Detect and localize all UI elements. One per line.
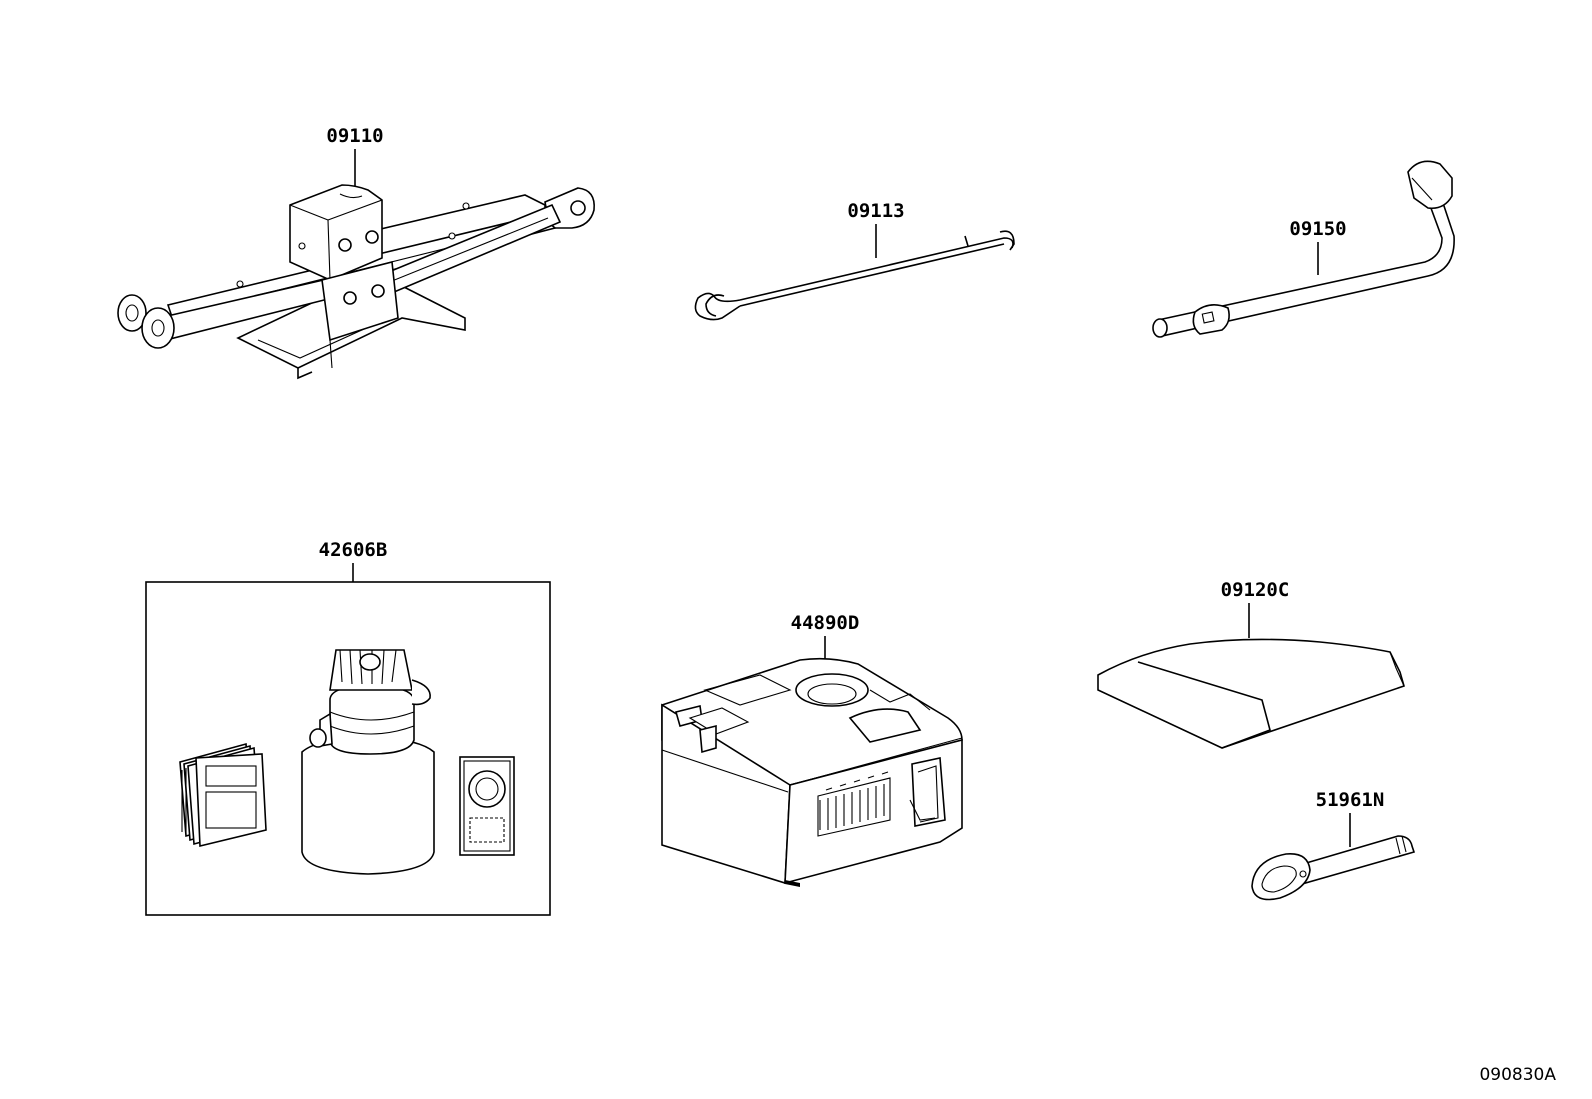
part-number-compressor[interactable]: 44890D bbox=[791, 612, 860, 634]
part-number-jack-handle[interactable]: 09113 bbox=[847, 200, 904, 222]
air-compressor-icon[interactable] bbox=[661, 657, 963, 887]
manual-booklets bbox=[179, 742, 267, 848]
part-number-tool-bag[interactable]: 09120C bbox=[1221, 579, 1290, 601]
sealant-bottle bbox=[301, 649, 435, 875]
scissor-jack-icon[interactable] bbox=[117, 184, 595, 380]
part-group-towing-eye: 51961N bbox=[1251, 789, 1416, 901]
lug-wrench-icon[interactable] bbox=[1152, 160, 1455, 338]
part-group-repair-kit: 42606B bbox=[145, 539, 551, 916]
part-group-jack-handle: 09113 bbox=[694, 200, 1015, 321]
part-group-compressor: 44890D bbox=[661, 612, 963, 887]
diagram-code: 090830A bbox=[1479, 1065, 1556, 1085]
part-number-jack[interactable]: 09110 bbox=[326, 125, 383, 147]
tool-bag-icon[interactable] bbox=[1097, 638, 1405, 749]
speed-label-sticker bbox=[459, 756, 515, 856]
part-group-jack: 09110 bbox=[117, 125, 595, 380]
repair-kit-frame bbox=[145, 581, 551, 916]
tire-repair-kit-icon[interactable] bbox=[179, 649, 515, 875]
jack-handle-hook-icon[interactable] bbox=[694, 230, 1015, 321]
part-number-repair-kit[interactable]: 42606B bbox=[319, 539, 388, 561]
compressor-vents bbox=[817, 771, 891, 837]
towing-eye-icon[interactable] bbox=[1251, 835, 1416, 901]
part-number-wrench[interactable]: 09150 bbox=[1289, 218, 1346, 240]
part-group-wrench: 09150 bbox=[1152, 160, 1455, 338]
part-number-towing-eye[interactable]: 51961N bbox=[1316, 789, 1385, 811]
part-group-tool-bag: 09120C bbox=[1097, 579, 1405, 749]
